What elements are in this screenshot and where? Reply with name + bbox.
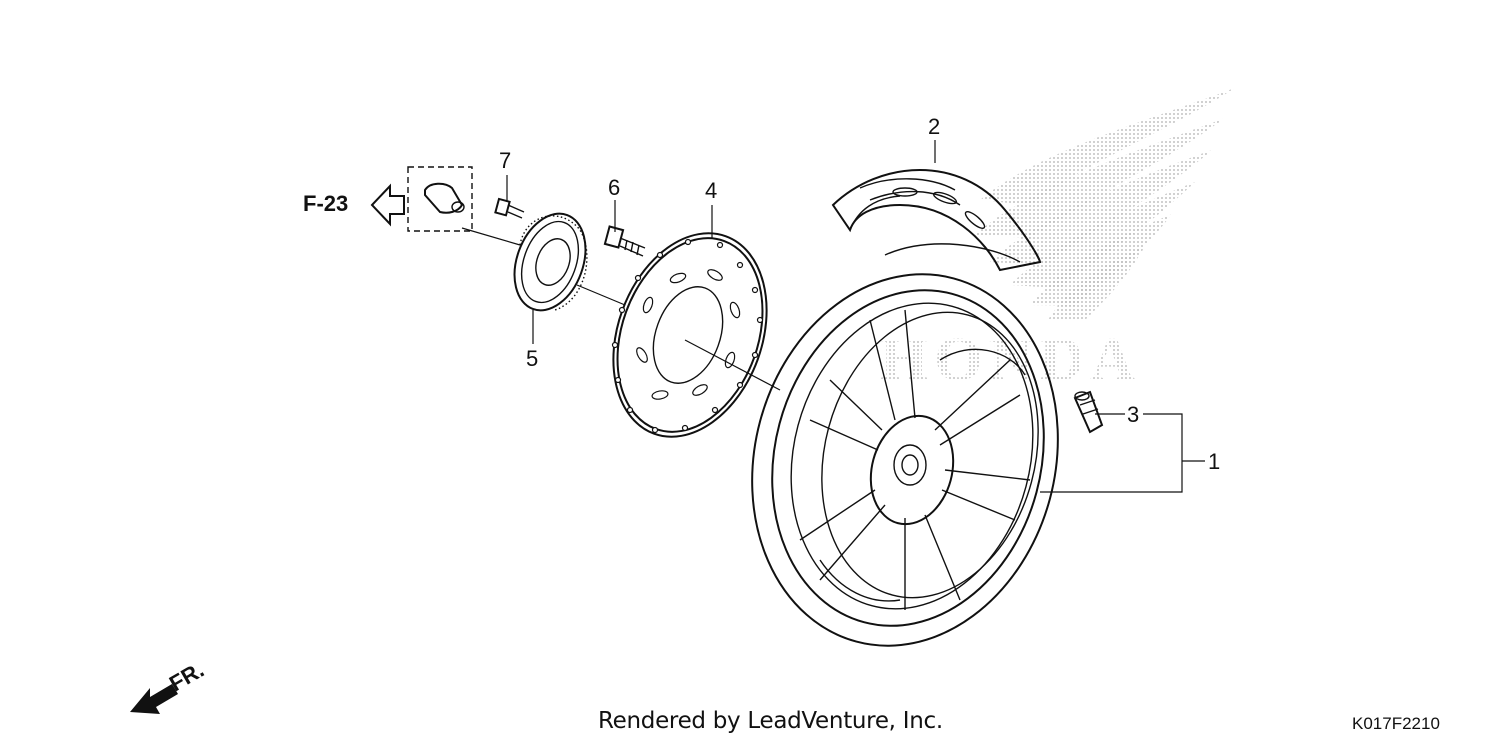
callout-1: 1 — [1208, 449, 1220, 474]
render-credit: Rendered by LeadVenture, Inc. — [598, 708, 943, 734]
part-6-bolt[interactable] — [603, 225, 646, 257]
callout-6: 6 — [608, 175, 620, 200]
watermark-text: HONDA — [880, 326, 1141, 394]
part-7-bolt[interactable] — [494, 197, 525, 219]
callout-4: 4 — [705, 178, 717, 203]
part-1-rear-wheel[interactable] — [711, 240, 1098, 681]
diagram-code: K017F2210 — [1352, 714, 1440, 733]
honda-wing-watermark — [975, 88, 1235, 320]
part-4-brake-disc[interactable] — [586, 212, 793, 459]
callout-2: 2 — [928, 114, 940, 139]
callout-3: 3 — [1127, 402, 1139, 427]
reference-label-f23: F-23 — [303, 191, 348, 216]
leader-lines — [461, 140, 1205, 493]
part-2-mudguard[interactable] — [831, 169, 1042, 272]
f23-reference-group — [370, 166, 473, 232]
callout-5: 5 — [526, 346, 538, 371]
part-3-valve[interactable] — [1073, 390, 1104, 434]
callout-7: 7 — [499, 148, 511, 173]
front-direction-arrow-icon — [130, 684, 178, 714]
part-5-pulser-ring[interactable] — [502, 204, 598, 321]
